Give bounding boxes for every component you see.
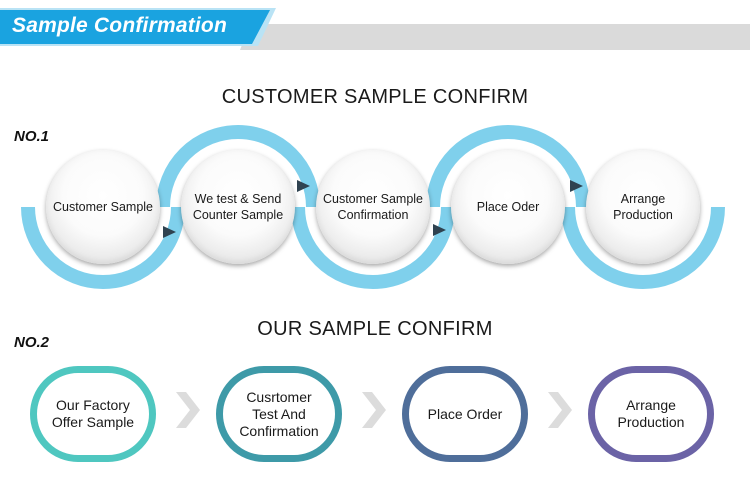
step1-node-label: Place Oder xyxy=(476,200,540,214)
chevron-right-icon xyxy=(548,392,572,428)
arrow-icon-1 xyxy=(163,226,176,238)
wave-connector xyxy=(21,125,725,289)
step2-node-label: Place Order xyxy=(427,405,503,422)
step2-node-label: Our Factory Offer Sample xyxy=(51,397,135,430)
step1-node-customer-sample: Customer Sample xyxy=(46,150,160,264)
step1-node-confirmation: Customer Sample Confirmation xyxy=(316,150,430,264)
wave-segment-1 xyxy=(21,206,185,289)
banner-grey-strip xyxy=(240,24,750,50)
step1-node-label: We test & Send Counter Sample xyxy=(192,192,284,222)
step1-node-label: Arrange Production xyxy=(613,192,673,222)
chevron-right-icon xyxy=(362,392,386,428)
chevron-right-icon xyxy=(176,392,200,428)
step1-node-arrange-production: Arrange Production xyxy=(586,150,700,264)
arrow-icon-3 xyxy=(433,224,446,236)
step2-node-place-order: Place Order xyxy=(402,366,528,462)
step2-node-factory-offer: Our Factory Offer Sample xyxy=(30,366,156,462)
page-title: Sample Confirmation xyxy=(12,14,227,37)
arrow-icon-2 xyxy=(297,180,310,192)
step2-node-label: Cusrtomer Test And Confirmation xyxy=(239,388,319,439)
section2-number-label: NO.2 xyxy=(14,334,50,351)
wave-segment-4 xyxy=(426,125,590,208)
step1-node-test-send: We test & Send Counter Sample xyxy=(181,150,295,264)
header-banner xyxy=(0,8,750,50)
section2-heading: OUR SAMPLE CONFIRM xyxy=(257,318,493,340)
step2-node-label: Arrange Production xyxy=(617,397,685,430)
banner-blue-tab xyxy=(0,10,270,44)
wave-segment-5 xyxy=(561,206,725,289)
arrow-icon-4 xyxy=(570,180,583,192)
wave-segment-3 xyxy=(291,206,455,289)
section1-number-label: NO.1 xyxy=(14,128,50,145)
step2-node-arrange-production: Arrange Production xyxy=(588,366,714,462)
step1-node-label: Customer Sample Confirmation xyxy=(322,192,424,222)
step2-node-customer-test: Cusrtomer Test And Confirmation xyxy=(216,366,342,462)
step1-node-place-order: Place Oder xyxy=(451,150,565,264)
wave-segment-2 xyxy=(156,125,320,208)
step1-node-label: Customer Sample xyxy=(52,200,154,214)
section1-heading: CUSTOMER SAMPLE CONFIRM xyxy=(221,86,529,108)
